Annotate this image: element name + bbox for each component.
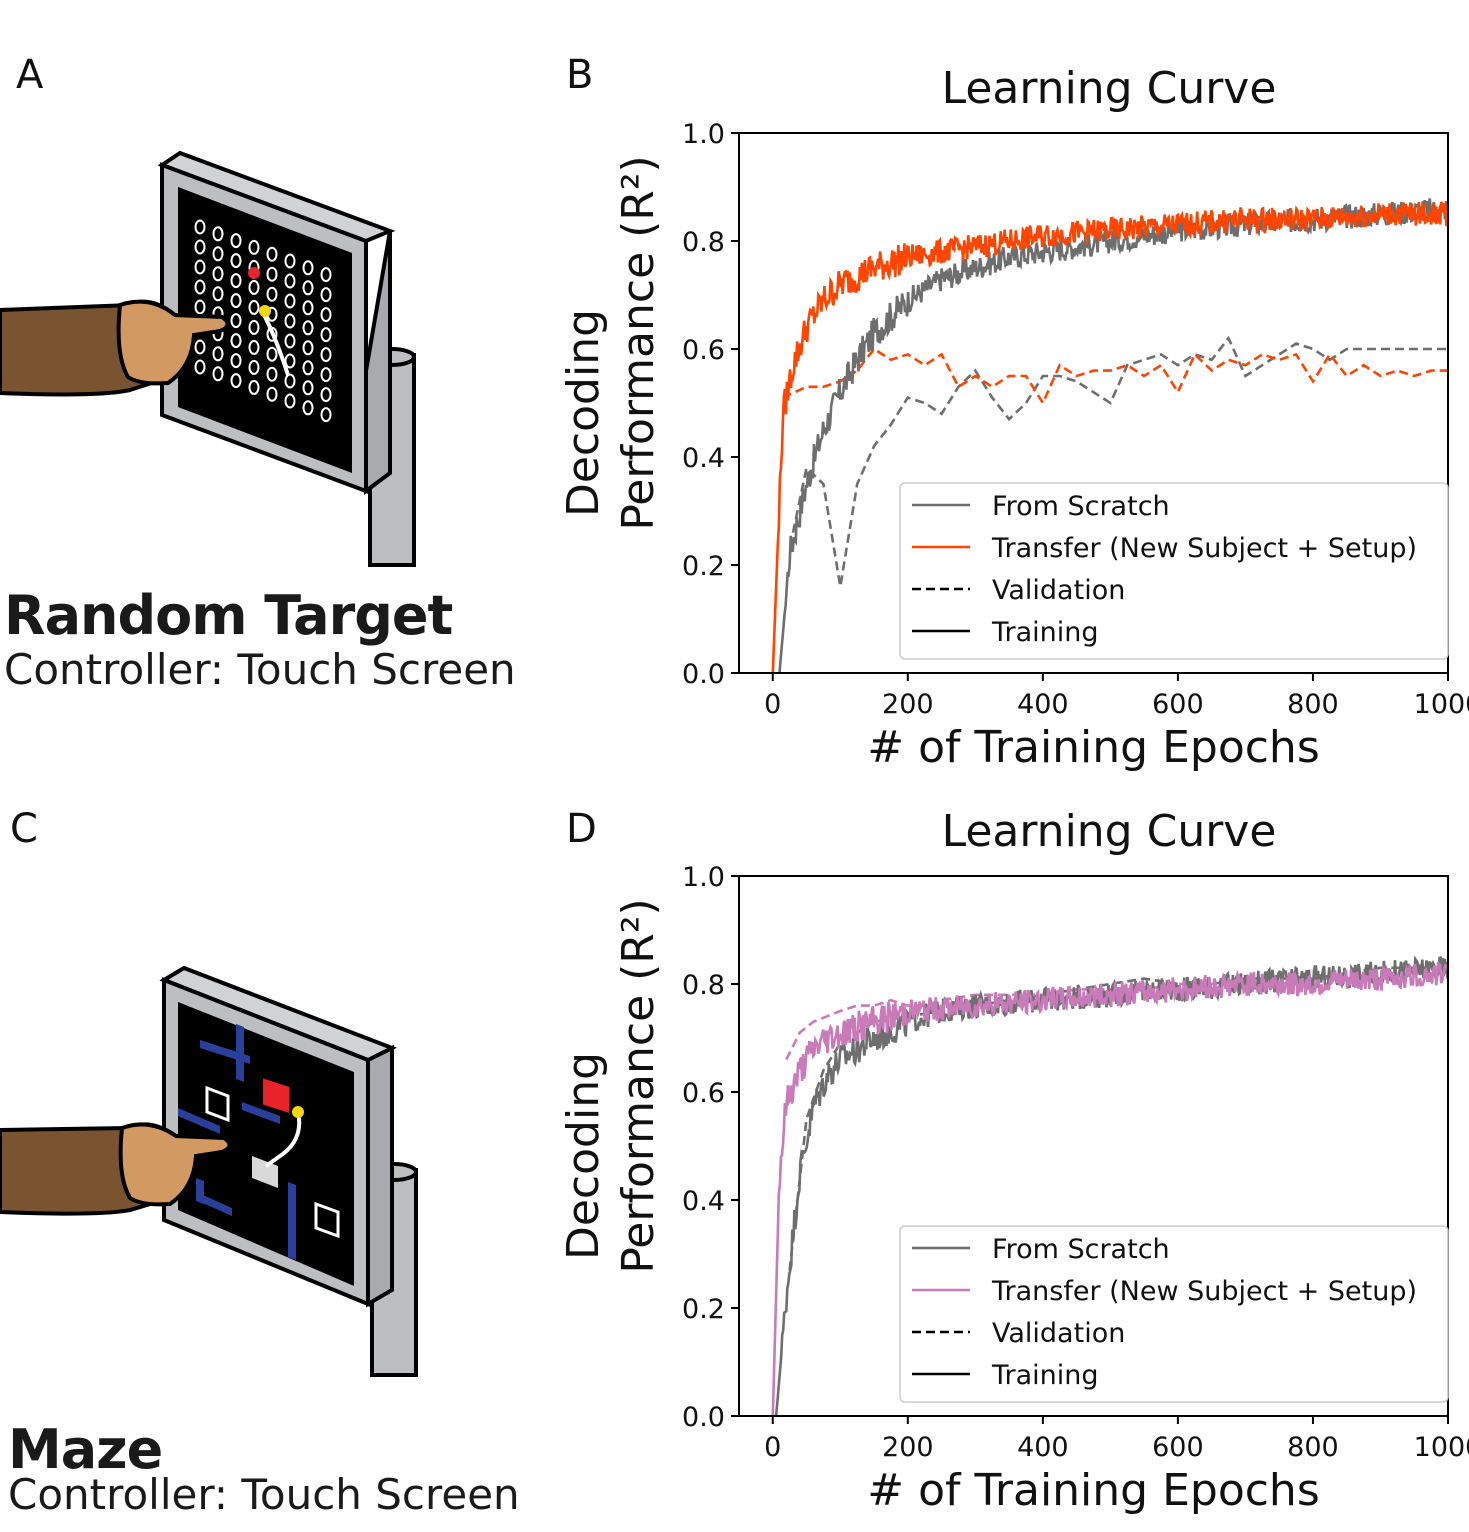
series-line-training-transfer (771, 961, 1448, 1416)
legend-label: Training (991, 1360, 1099, 1391)
legend-label: From Scratch (992, 1234, 1170, 1265)
y-tick-label: 0.0 (682, 1402, 725, 1433)
legend-box (899, 482, 1449, 660)
panel-label-b: B (566, 52, 594, 98)
controller-label-a: Controller: Touch Screen (4, 645, 516, 694)
controller-label-c: Controller: Touch Screen (8, 1470, 520, 1519)
y-tick-label: 0.6 (682, 335, 725, 366)
x-tick-label: 0 (764, 689, 781, 720)
y-tick-label: 0.4 (682, 443, 725, 474)
chart-title: Learning Curve (942, 63, 1277, 114)
x-tick-label: 600 (1152, 1432, 1204, 1463)
y-axis-label-line2: Performance (R²) (613, 898, 664, 1273)
touch-screen-maze-illustration (0, 960, 430, 1384)
legend-label: Transfer (New Subject + Setup) (991, 533, 1417, 564)
y-tick-label: 0.8 (682, 227, 725, 258)
y-axis-label-line1: Decoding (558, 1052, 609, 1260)
series-group (771, 955, 1448, 1416)
plot-frame (738, 132, 1449, 674)
series-line-validation-from-scratch (791, 335, 1448, 587)
series-group (771, 198, 1448, 673)
legend-label: Validation (992, 1318, 1125, 1349)
panel-label-d: D (566, 806, 597, 852)
chart-title: Learning Curve (942, 806, 1277, 857)
y-axis-label-line1: Decoding (558, 309, 609, 517)
legend-label: Training (991, 617, 1099, 648)
x-tick-label: 0 (764, 1432, 781, 1463)
task-title-maze: Maze (8, 1418, 163, 1481)
x-tick-label: 600 (1152, 689, 1204, 720)
y-tick-label: 0.2 (682, 1294, 725, 1325)
legend-label: Validation (992, 575, 1125, 606)
panel-label-a: A (16, 52, 44, 98)
x-tick-label: 200 (882, 1432, 934, 1463)
x-tick-label: 400 (1017, 689, 1069, 720)
x-axis-label: # of Training Epochs (867, 722, 1320, 773)
x-axis-label: # of Training Epochs (867, 1465, 1320, 1516)
y-tick-label: 1.0 (682, 119, 725, 150)
x-tick-label: 800 (1287, 1432, 1339, 1463)
plot-frame (738, 875, 1449, 1417)
task-title-random-target: Random Target (4, 584, 453, 647)
series-line-training-transfer (771, 201, 1448, 673)
x-tick-label: 200 (882, 689, 934, 720)
x-tick-label: 800 (1287, 689, 1339, 720)
y-tick-label: 0.6 (682, 1078, 725, 1109)
legend-label: Transfer (New Subject + Setup) (991, 1276, 1417, 1307)
touch-screen-random-target-illustration (0, 145, 430, 579)
y-tick-label: 1.0 (682, 862, 725, 893)
legend-box (899, 1225, 1449, 1403)
y-axis-label-line2: Performance (R²) (613, 155, 664, 530)
y-tick-label: 0.4 (682, 1186, 725, 1217)
legend-label: From Scratch (992, 491, 1170, 522)
y-tick-label: 0.2 (682, 551, 725, 582)
x-tick-label: 400 (1017, 1432, 1069, 1463)
y-tick-label: 0.0 (682, 659, 725, 690)
series-line-validation-transfer (782, 347, 1448, 406)
panel-label-c: C (10, 806, 38, 852)
y-tick-label: 0.8 (682, 970, 725, 1001)
